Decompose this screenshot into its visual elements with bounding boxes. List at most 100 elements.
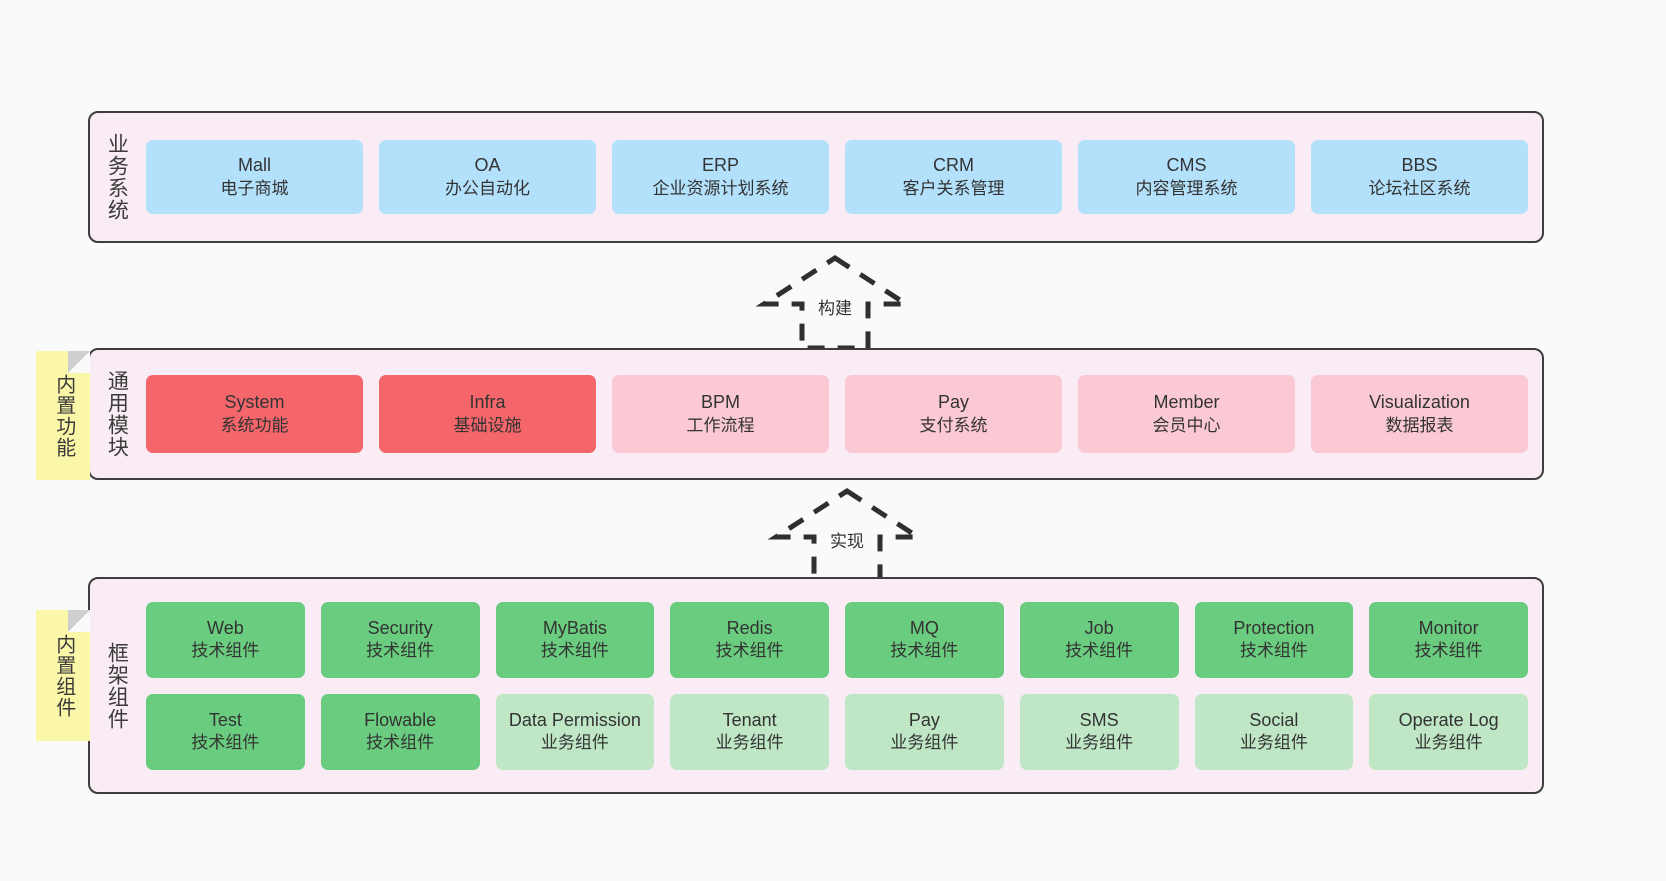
card-monitor[interactable]: Monitor 技术组件 xyxy=(1369,601,1528,678)
card-bbs-name: BBS xyxy=(1401,155,1438,176)
card-mybatis-sub: 技术组件 xyxy=(540,641,609,661)
card-visualization-name: Visualization xyxy=(1369,392,1470,413)
card-cms-sub: 内容管理系统 xyxy=(1135,178,1238,198)
card-crm[interactable]: CRM 客户关系管理 xyxy=(845,140,1062,214)
card-pay-component-name: Pay xyxy=(908,709,940,730)
card-security[interactable]: Security 技术组件 xyxy=(320,601,480,678)
card-redis-name: Redis xyxy=(726,617,773,638)
card-oa-name: OA xyxy=(474,155,501,176)
layer-title-framework: 框架组件 xyxy=(105,641,129,730)
card-cms-name: CMS xyxy=(1166,155,1207,176)
card-test[interactable]: Test 技术组件 xyxy=(146,693,305,770)
layer-common-modules: 通用模块 System 系统功能 Infra 基础设施 BPM 工作流程 Pay… xyxy=(88,348,1544,480)
arrow-implement-label: 实现 xyxy=(830,532,864,551)
card-operate-log-name: Operate Log xyxy=(1398,709,1499,730)
card-bbs-sub: 论坛社区系统 xyxy=(1368,178,1471,198)
card-redis-sub: 技术组件 xyxy=(715,641,784,661)
card-social-name: Social xyxy=(1249,709,1299,730)
card-sms[interactable]: SMS 业务组件 xyxy=(1019,693,1179,770)
card-mall-name: Mall xyxy=(237,155,271,176)
business-cards: Mall 电子商城 OA 办公自动化 ERP 企业资源计划系统 CRM 客户关系… xyxy=(142,113,1542,241)
card-tenant-sub: 业务组件 xyxy=(715,733,784,753)
card-security-name: Security xyxy=(367,617,433,638)
card-member-sub: 会员中心 xyxy=(1152,415,1221,435)
card-redis[interactable]: Redis 技术组件 xyxy=(670,601,829,678)
card-infra[interactable]: Infra 基础设施 xyxy=(379,375,596,453)
note-builtin-function-label: 内置功能 xyxy=(52,373,75,458)
card-sms-sub: 业务组件 xyxy=(1065,733,1134,753)
card-protection[interactable]: Protection 技术组件 xyxy=(1194,601,1354,678)
card-bpm-name: BPM xyxy=(700,392,740,413)
card-pay-component[interactable]: Pay 业务组件 xyxy=(845,693,1004,770)
card-monitor-sub: 技术组件 xyxy=(1414,641,1483,661)
card-data-permission-sub: 业务组件 xyxy=(540,733,609,753)
card-bbs[interactable]: BBS 论坛社区系统 xyxy=(1311,140,1528,214)
card-sms-name: SMS xyxy=(1079,709,1119,730)
card-flowable-sub: 技术组件 xyxy=(366,733,435,753)
arrow-implement: 实现 xyxy=(767,487,927,584)
business-card-row: Mall 电子商城 OA 办公自动化 ERP 企业资源计划系统 CRM 客户关系… xyxy=(146,140,1528,214)
card-crm-name: CRM xyxy=(933,155,974,176)
card-erp[interactable]: ERP 企业资源计划系统 xyxy=(612,140,829,214)
card-visualization-sub: 数据报表 xyxy=(1385,415,1454,435)
card-pay-module[interactable]: Pay 支付系统 xyxy=(845,375,1062,453)
card-tenant[interactable]: Tenant 业务组件 xyxy=(670,693,829,770)
card-bpm-sub: 工作流程 xyxy=(686,415,755,435)
card-test-name: Test xyxy=(208,709,242,730)
note-builtin-function: 内置功能 xyxy=(36,351,90,480)
common-card-row: System 系统功能 Infra 基础设施 BPM 工作流程 Pay 支付系统… xyxy=(146,375,1528,453)
card-pay-module-name: Pay xyxy=(937,392,970,413)
card-visualization[interactable]: Visualization 数据报表 xyxy=(1311,375,1528,453)
card-protection-sub: 技术组件 xyxy=(1239,641,1308,661)
framework-card-row-1: Web 技术组件 Security 技术组件 MyBatis 技术组件 Redi… xyxy=(146,601,1528,678)
note-builtin-component-label: 内置组件 xyxy=(52,633,75,718)
card-flowable[interactable]: Flowable 技术组件 xyxy=(320,693,480,770)
card-erp-name: ERP xyxy=(701,155,739,176)
card-member[interactable]: Member 会员中心 xyxy=(1078,375,1295,453)
card-cms[interactable]: CMS 内容管理系统 xyxy=(1078,140,1295,214)
arrow-build: 构建 xyxy=(755,254,915,351)
card-mybatis[interactable]: MyBatis 技术组件 xyxy=(495,601,655,678)
card-job[interactable]: Job 技术组件 xyxy=(1019,601,1179,678)
card-crm-sub: 客户关系管理 xyxy=(902,178,1005,198)
framework-cards: Web 技术组件 Security 技术组件 MyBatis 技术组件 Redi… xyxy=(142,579,1542,792)
card-infra-sub: 基础设施 xyxy=(453,415,522,435)
card-system[interactable]: System 系统功能 xyxy=(146,375,363,453)
card-mq-name: MQ xyxy=(909,617,939,638)
card-oa-sub: 办公自动化 xyxy=(445,178,530,198)
card-data-permission[interactable]: Data Permission 业务组件 xyxy=(495,693,655,770)
card-tenant-name: Tenant xyxy=(722,709,777,730)
card-job-name: Job xyxy=(1084,617,1114,638)
card-flowable-name: Flowable xyxy=(364,709,437,730)
arrow-build-label: 构建 xyxy=(818,299,852,318)
card-social-sub: 业务组件 xyxy=(1239,733,1308,753)
card-system-name: System xyxy=(224,392,285,413)
card-pay-module-sub: 支付系统 xyxy=(919,415,988,435)
card-web-name: Web xyxy=(207,617,244,638)
card-web[interactable]: Web 技术组件 xyxy=(146,601,305,678)
card-test-sub: 技术组件 xyxy=(191,733,260,753)
card-mq-sub: 技术组件 xyxy=(890,641,959,661)
framework-card-row-2: Test 技术组件 Flowable 技术组件 Data Permission … xyxy=(146,693,1528,770)
card-bpm[interactable]: BPM 工作流程 xyxy=(612,375,829,453)
card-system-sub: 系统功能 xyxy=(220,415,289,435)
layer-title-common: 通用模块 xyxy=(105,370,129,458)
layer-title-business: 业务系统 xyxy=(105,133,129,221)
card-erp-sub: 企业资源计划系统 xyxy=(652,178,789,198)
layer-business-systems: 业务系统 Mall 电子商城 OA 办公自动化 ERP 企业资源计划系统 CRM… xyxy=(88,111,1544,243)
card-monitor-name: Monitor xyxy=(1418,617,1479,638)
card-data-permission-name: Data Permission xyxy=(508,709,641,730)
card-operate-log[interactable]: Operate Log 业务组件 xyxy=(1369,693,1528,770)
note-builtin-component: 内置组件 xyxy=(36,610,90,741)
card-security-sub: 技术组件 xyxy=(366,641,435,661)
card-mall[interactable]: Mall 电子商城 xyxy=(146,140,363,214)
card-mall-sub: 电子商城 xyxy=(220,178,289,198)
card-mq[interactable]: MQ 技术组件 xyxy=(845,601,1004,678)
card-social[interactable]: Social 业务组件 xyxy=(1194,693,1354,770)
card-infra-name: Infra xyxy=(469,392,506,413)
card-job-sub: 技术组件 xyxy=(1065,641,1134,661)
layer-framework-components: 框架组件 Web 技术组件 Security 技术组件 MyBatis 技术组件… xyxy=(88,577,1544,794)
card-oa[interactable]: OA 办公自动化 xyxy=(379,140,596,214)
card-mybatis-name: MyBatis xyxy=(542,617,607,638)
